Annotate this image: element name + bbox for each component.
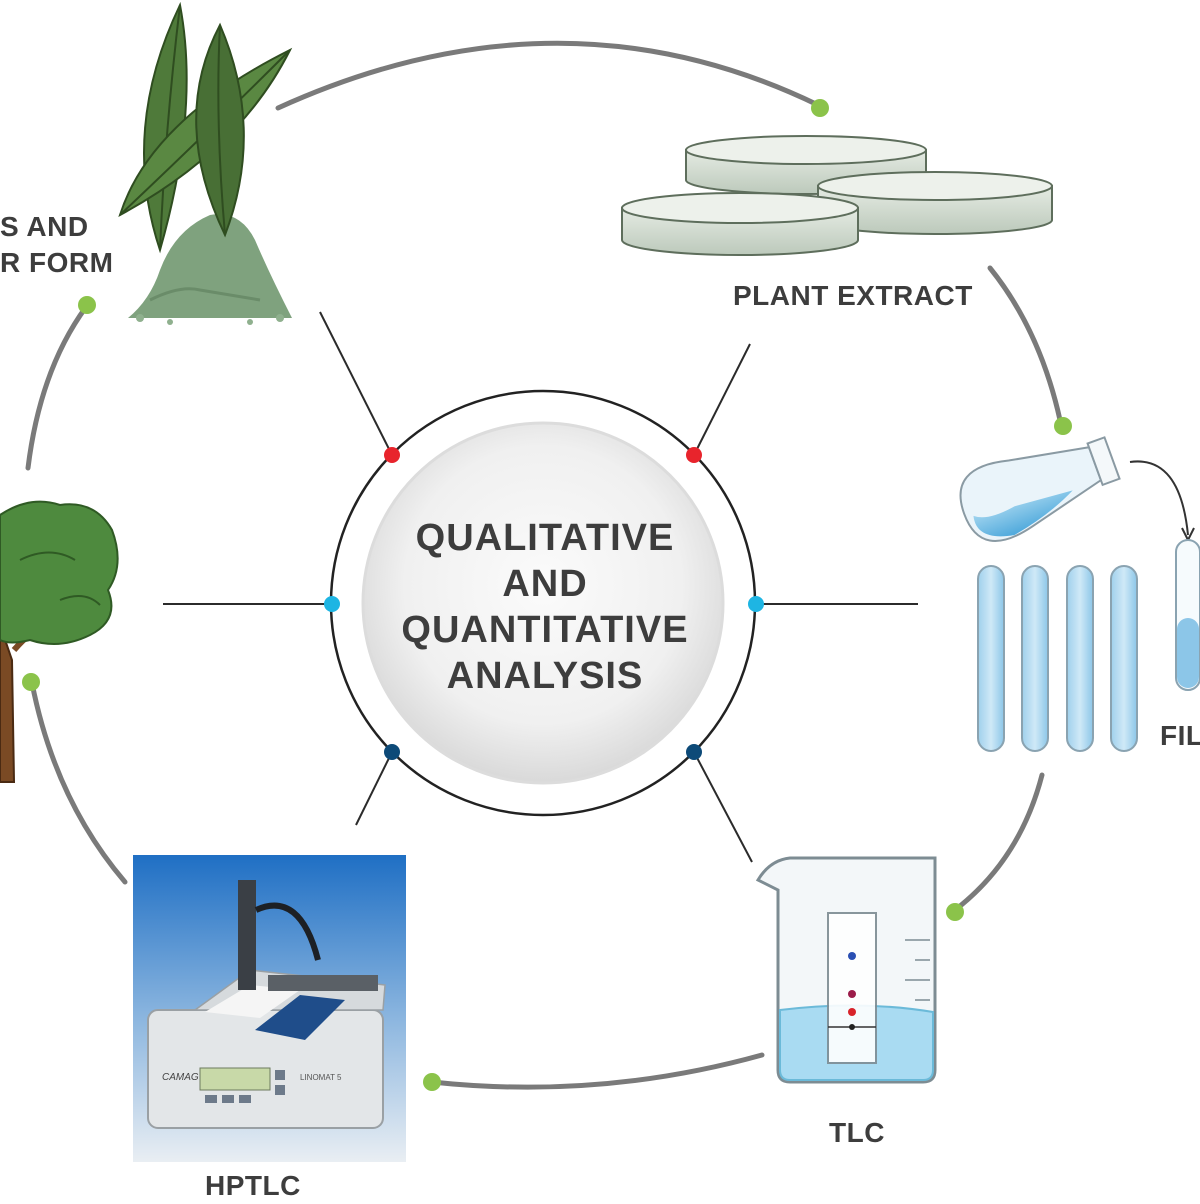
label-powder-line2: R FORM	[0, 247, 114, 278]
ring-dot-top-left	[384, 447, 400, 463]
center-line-3: QUANTITATIVE	[401, 609, 689, 651]
cycle-dot	[423, 1073, 441, 1091]
label-filtrate: FIL	[1160, 720, 1200, 751]
hptlc-photo: CAMAG LINOMAT 5	[133, 855, 406, 1162]
arc-filtrate-to-tlc	[952, 772, 1045, 913]
ring-dot-bottom-right	[686, 744, 702, 760]
center-line-2: AND	[502, 563, 588, 605]
arc-hptlc-to-tree	[29, 680, 128, 885]
ring-dot-top-right	[686, 447, 702, 463]
center-line-1: QUALITATIVE	[415, 517, 675, 559]
spoke-top-right	[693, 343, 751, 456]
spoke-top-left	[319, 311, 393, 456]
ring-dot-left	[324, 596, 340, 612]
flask-tubes-illustration	[959, 436, 1200, 752]
label-powder-line1: S AND	[0, 211, 89, 242]
center-line-4: ANALYSIS	[446, 655, 644, 697]
leaf	[195, 22, 245, 238]
cycle-dot	[22, 673, 40, 691]
arc-extract-to-filtrate	[987, 265, 1063, 423]
cycle-dot	[78, 296, 96, 314]
spoke-bottom-left	[355, 751, 393, 826]
cycle-dot	[1054, 417, 1072, 435]
petri-dishes-illustration	[621, 135, 1053, 256]
label-plant-extract: PLANT EXTRACT	[733, 280, 973, 311]
leaves-powder-illustration	[118, 1, 293, 325]
tlc-beaker-illustration	[755, 856, 937, 1084]
tree-illustration	[0, 500, 119, 783]
spokes	[163, 311, 918, 863]
arc-tree-to-powder	[25, 304, 89, 471]
label-tlc: TLC	[829, 1117, 885, 1148]
center-title: QUALITATIVE AND QUANTITATIVE ANALYSIS	[395, 515, 695, 699]
arc-powder-to-extract	[275, 40, 821, 111]
cycle-dot	[946, 903, 964, 921]
arc-tlc-to-hptlc	[429, 1052, 765, 1090]
ring-dot-right	[748, 596, 764, 612]
center-disc	[361, 421, 725, 785]
device-brand: CAMAG	[162, 1072, 199, 1083]
device-model: LINOMAT 5	[300, 1073, 342, 1082]
cycle-dot	[811, 99, 829, 117]
ring-dot-bottom-left	[384, 744, 400, 760]
spoke-bottom-right	[693, 751, 753, 863]
cycle-arcs	[25, 40, 1063, 1090]
powder-pile	[128, 214, 292, 318]
cycle-dots	[22, 99, 1072, 1091]
ring-dots	[324, 447, 764, 760]
label-hptlc: HPTLC	[205, 1170, 301, 1201]
